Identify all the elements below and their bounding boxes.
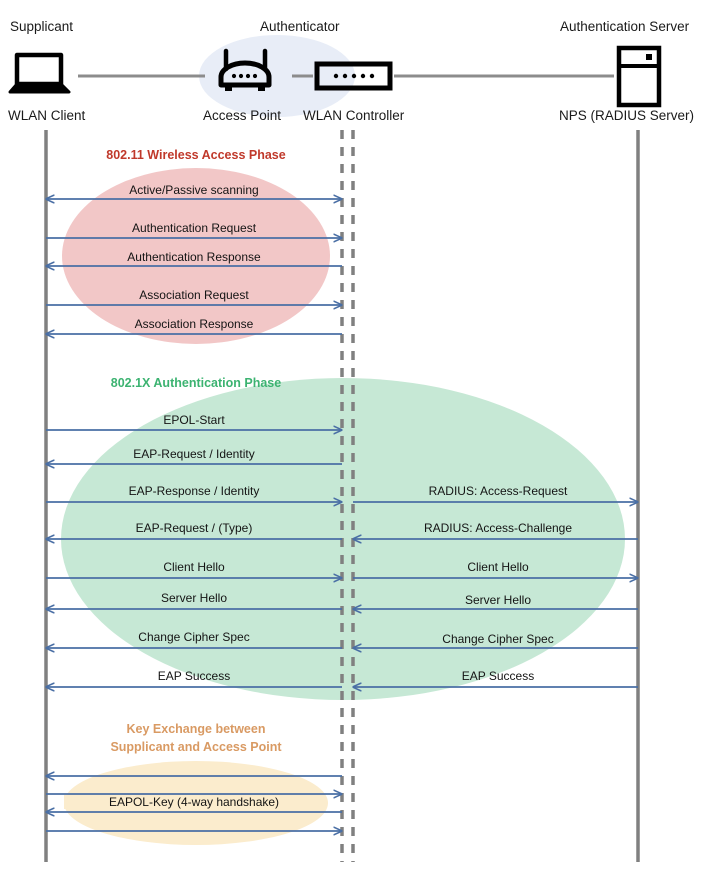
msg-eap-response-identity: EAP-Response / Identity [128, 484, 260, 498]
msg-eap-success-left: EAP Success [157, 669, 231, 683]
msg-eap-request-type: EAP-Request / (Type) [135, 521, 253, 535]
msg-active-passive-scanning: Active/Passive scanning [129, 183, 259, 197]
msg-authentication-request: Authentication Request [131, 221, 257, 235]
msg-authentication-response: Authentication Response [127, 250, 261, 264]
msg-eap-request-identity: EAP-Request / Identity [133, 447, 255, 461]
msg-radius-access-request: RADIUS: Access-Request [428, 484, 568, 498]
phase-802-11-ellipse [62, 168, 330, 344]
phase-label-802-1x: 802.1X Authentication Phase [110, 376, 282, 390]
phase-label-key-exchange-line2: Supplicant and Access Point [110, 740, 282, 754]
phase-label-key-exchange-line1: Key Exchange between [126, 722, 266, 736]
authenticator-group-ellipse [199, 35, 355, 117]
actor-device-wlan-client: WLAN Client [8, 108, 86, 123]
actor-role-authenticator: Authenticator [260, 19, 340, 34]
msg-radius-access-challenge: RADIUS: Access-Challenge [423, 521, 573, 535]
msg-change-cipher-spec-right: Change Cipher Spec [442, 632, 554, 646]
phase-label-802-11: 802.11 Wireless Access Phase [106, 148, 286, 162]
msg-epol-start: EPOL-Start [163, 413, 225, 427]
msg-change-cipher-spec-left: Change Cipher Spec [138, 630, 250, 644]
actor-role-supplicant: Supplicant [10, 19, 74, 34]
msg-association-request: Association Request [139, 288, 249, 302]
msg-association-response: Association Response [134, 317, 254, 331]
server-icon [616, 45, 662, 108]
actor-device-access-point: Access Point [203, 108, 282, 123]
msg-eap-success-right: EAP Success [461, 669, 535, 683]
msg-client-hello-right: Client Hello [467, 560, 529, 574]
access-point-icon [218, 48, 272, 91]
laptop-icon [8, 52, 71, 94]
actor-role-authentication-server: Authentication Server [560, 19, 690, 34]
actor-device-wlan-controller: WLAN Controller [303, 108, 405, 123]
actor-device-nps-radius: NPS (RADIUS Server) [559, 108, 695, 123]
msg-eapol-key-4way-handshake: EAPOL-Key (4-way handshake) [64, 795, 324, 809]
wlan-controller-icon [314, 61, 393, 91]
msg-client-hello-left: Client Hello [163, 560, 225, 574]
msg-server-hello-left: Server Hello [160, 591, 228, 605]
msg-server-hello-right: Server Hello [464, 593, 532, 607]
